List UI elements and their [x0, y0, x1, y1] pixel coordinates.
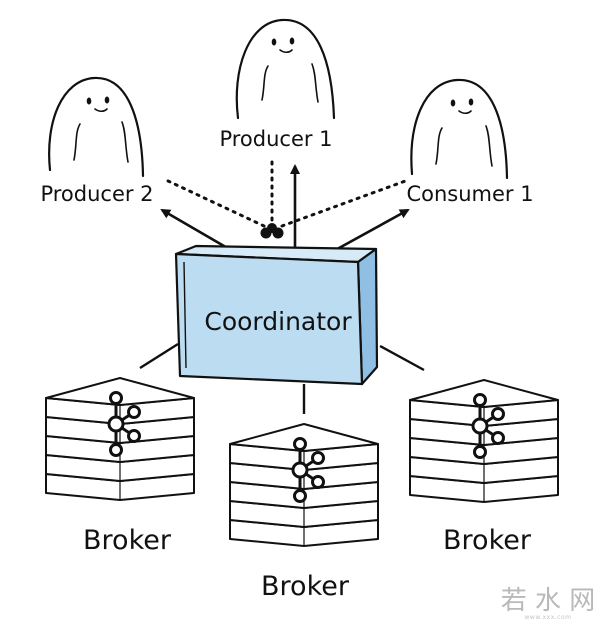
arrow-to-consumer-1 — [329, 208, 410, 255]
coordinator-box — [174, 244, 379, 386]
arrows — [160, 164, 410, 255]
dotted-links — [164, 158, 410, 230]
consumer-1-figure — [410, 78, 509, 180]
broker-stack-right — [409, 379, 559, 503]
producer-1-label: Producer 1 — [219, 127, 332, 151]
broker-stack-left — [45, 377, 195, 501]
broker-left-label: Broker — [83, 525, 172, 556]
kafka-logo-icon — [107, 391, 141, 457]
dotted-links-junction — [260, 223, 284, 239]
broker-center-label: Broker — [261, 571, 350, 602]
broker-right-label: Broker — [443, 525, 532, 556]
watermark-text: 若 水 网 — [501, 586, 596, 616]
producer-1-figure — [235, 18, 336, 120]
producer-2-figure — [48, 76, 145, 178]
kafka-logo-icon — [291, 437, 325, 503]
broker-links — [139, 342, 425, 414]
watermark-subtext: www.xxx.com — [525, 614, 572, 621]
consumer-1-label: Consumer 1 — [406, 182, 533, 206]
kafka-logo-icon — [471, 393, 505, 459]
producer-2-label: Producer 2 — [40, 182, 153, 206]
broker-stack-center — [229, 423, 379, 547]
coordinator-label: Coordinator — [204, 307, 352, 336]
